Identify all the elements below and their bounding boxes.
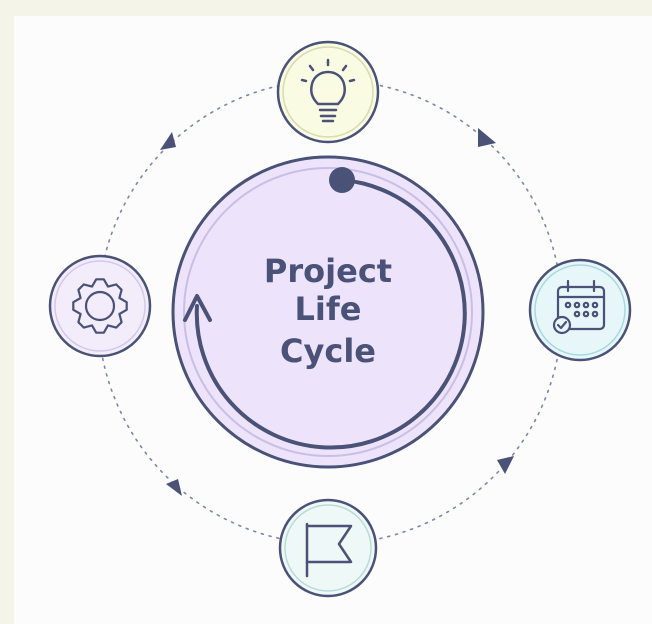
stage-idea	[276, 40, 380, 144]
orbit-arrow-bottom-right	[497, 456, 514, 474]
stage-schedule-inner-ring	[534, 264, 626, 356]
orbit-arrow-bottom-left	[166, 479, 182, 496]
title-line-3: Cycle	[280, 332, 376, 370]
cycle-arc-arrowhead	[183, 294, 212, 322]
orbit-arrow-top-left	[160, 132, 176, 150]
cycle-arc-start-dot	[329, 167, 355, 193]
stage-execute	[48, 254, 152, 358]
gear-icon	[72, 278, 128, 334]
stage-finish-circle	[278, 498, 378, 598]
center-inner-ring	[183, 167, 473, 457]
center-outer-ring	[171, 155, 485, 469]
center-cycle: Project Life Cycle	[171, 155, 485, 469]
stage-idea-inner-ring	[282, 46, 374, 138]
orbit-arrow-top-right	[478, 128, 496, 147]
flag-icon	[305, 522, 353, 578]
stage-idea-circle	[276, 40, 380, 144]
stage-execute-circle	[48, 254, 152, 358]
stage-execute-inner-ring	[54, 260, 146, 352]
stage-finish-inner-ring	[284, 504, 372, 592]
cycle-arc	[194, 178, 467, 450]
title-line-1: Project	[264, 252, 392, 290]
stage-schedule	[528, 258, 632, 362]
stage-schedule-circle	[528, 258, 632, 362]
stage-finish	[278, 498, 378, 598]
lightbulb-icon	[300, 58, 356, 123]
calendar-icon	[552, 279, 606, 335]
title-line-2: Life	[295, 290, 362, 328]
